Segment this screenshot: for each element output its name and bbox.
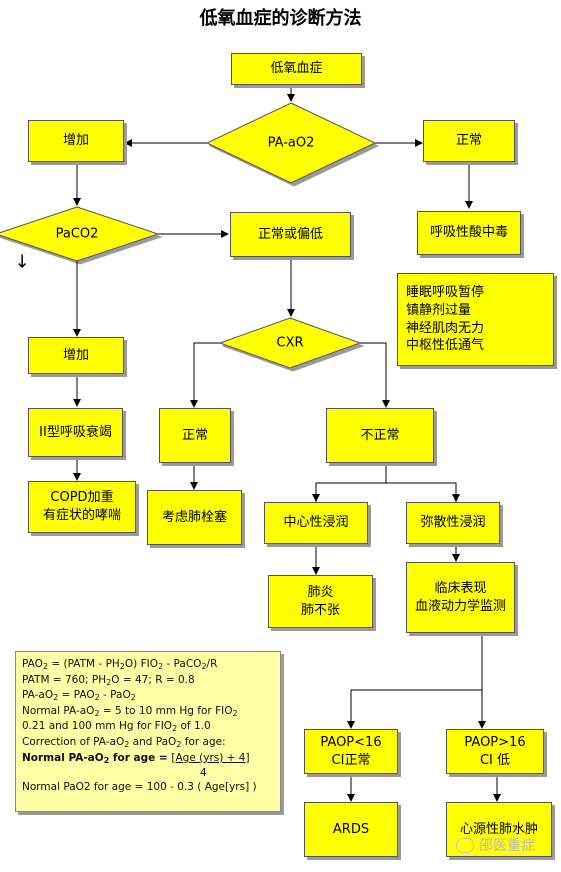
node-central-infiltrate: 中心性浸润 xyxy=(264,502,368,544)
edge-split-central xyxy=(315,482,457,502)
formula-line-9: Normal PaO2 for age = 100 - 0.3 ( Age[yr… xyxy=(22,780,257,793)
formula-line-4: Normal PA-aO2 = 5 to 10 mm Hg for FIO2 xyxy=(22,704,238,718)
formula-line-7: Normal PA-aO2 for age = [Age (yrs) + 4] xyxy=(22,751,250,765)
edge-cxr-abnormal xyxy=(360,342,390,408)
atelectasis-label: 肺不张 xyxy=(300,602,340,618)
clinical-line-1: 临床表现 xyxy=(434,580,487,596)
node-cardiogenic-edema: 心源性肺水肿 xyxy=(446,802,552,857)
wechat-icon xyxy=(456,837,474,853)
node-resp-acidosis: 呼吸性酸中毒 xyxy=(417,211,521,255)
decision-paao2 xyxy=(205,102,377,184)
node-clinical: 临床表现 血液动力学监测 xyxy=(406,562,515,633)
formula-line-6: Correction of PA-aO2 and PaO2 for age: xyxy=(22,735,226,749)
node-causes-list: 睡眠呼吸暂停 镇静剂过量 神经肌肉无力 中枢性低通气 xyxy=(397,273,554,366)
node-normal-or-low: 正常或偏低 xyxy=(230,212,351,257)
node-pneumonia: 肺炎 肺不张 xyxy=(268,575,373,628)
formula-line-2: PATM = 760; PH2O = 47; R = 0.8 xyxy=(22,673,195,687)
decision-cxr xyxy=(218,317,362,369)
node-diffuse-infiltrate: 弥散性浸润 xyxy=(406,502,500,544)
watermark: 邵医重症 xyxy=(456,835,535,855)
node-abnormal: 不正常 xyxy=(326,408,434,463)
paop-high-line-1: PAOP>16 xyxy=(464,734,526,750)
node-hypoxemia: 低氧血症 xyxy=(231,53,362,85)
paop-low-line-2: CI正常 xyxy=(331,752,371,768)
node-type2-failure: II型呼吸衰竭 xyxy=(28,408,123,457)
down-arrow-icon: ↓ xyxy=(14,251,30,273)
copd-line-2: 有症状的哮喘 xyxy=(42,508,121,523)
watermark-text: 邵医重症 xyxy=(479,838,535,854)
copd-line-1: COPD加重 xyxy=(50,490,114,506)
paop-low-line-1: PAOP<16 xyxy=(320,734,382,750)
formula-line-1: PAO2 = (PATM - PH2O) FIO2 - PaCO2/R xyxy=(22,658,218,671)
cause-item: 神经肌肉无力 xyxy=(406,320,485,336)
node-increased: 增加 xyxy=(28,120,124,162)
node-copd: COPD加重 有症状的哮喘 xyxy=(28,481,136,533)
node-increased-2: 增加 xyxy=(28,337,124,374)
node-normal-2: 正常 xyxy=(159,408,231,463)
cause-item: 镇静剂过量 xyxy=(406,302,472,318)
node-paop-low: PAOP<16 CI正常 xyxy=(304,729,398,774)
formula-line-5: 0.21 and 100 mm Hg for FIO2 of 1.0 xyxy=(22,720,211,734)
clinical-line-2: 血液动力学监测 xyxy=(414,598,506,614)
edge-cxr-normal xyxy=(190,342,220,408)
cause-item: 中枢性低通气 xyxy=(406,338,485,354)
formula-line-8: 4 xyxy=(200,767,207,780)
chart-title: 低氧血症的诊断方法 xyxy=(199,8,362,29)
formula-line-3: PA-aO2 = PAO2 - PaO2 xyxy=(22,689,136,703)
pneumonia-label: 肺炎 xyxy=(307,584,334,600)
cxr-label: CXR xyxy=(276,335,304,351)
paop-high-line-2: CI 低 xyxy=(479,752,511,768)
paco2-label: PaCO2 xyxy=(55,226,99,242)
cause-item: 睡眠呼吸暂停 xyxy=(406,285,485,301)
formula-box: PAO2 = (PATM - PH2O) FIO2 - PaCO2/R PATM… xyxy=(15,651,281,812)
node-consider-pe: 考虑肺栓塞 xyxy=(147,490,242,545)
node-ards: ARDS xyxy=(304,802,398,857)
node-normal: 正常 xyxy=(423,120,515,162)
paao2-label: PA-aO2 xyxy=(267,135,315,151)
node-paop-high: PAOP>16 CI 低 xyxy=(446,729,544,774)
edge-clinical-paoplow xyxy=(347,633,483,729)
